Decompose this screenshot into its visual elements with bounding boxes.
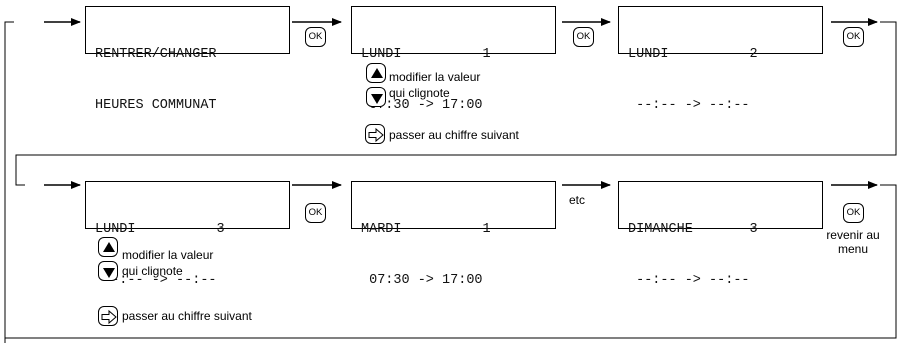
ok-button[interactable]: OK [843, 27, 864, 47]
screen-line-2: --:-- -> --:-- [628, 98, 750, 113]
right-arrow-key-icon[interactable] [98, 306, 118, 326]
lcd-screen-menu: RENTRER/CHANGER HEURES COMMUNAT [85, 6, 290, 113]
screen-line-2: 07:30 -> 17:00 [361, 273, 483, 288]
modify-value-note: modifier la valeur [122, 248, 214, 262]
lcd-screen-mardi-1: MARDI 1 07:30 -> 17:00 [351, 181, 556, 288]
return-note-line-2: menu [837, 242, 869, 256]
screen-line-2: HEURES COMMUNAT [95, 98, 217, 113]
lcd-screen-dimanche-3: DIMANCHE 3 --:-- -> --:-- [618, 181, 823, 288]
loop-line-left [4, 21, 14, 343]
return-line-to-start [5, 184, 897, 339]
return-to-menu-note: revenir au menu [818, 228, 888, 256]
right-arrow-key-icon[interactable] [365, 124, 385, 144]
down-arrow-key-icon[interactable] [98, 261, 118, 281]
ok-button[interactable]: OK [573, 27, 594, 47]
screen-line-2: --:-- -> --:-- [628, 273, 750, 288]
next-digit-note: passer au chiffre suivant [389, 128, 519, 142]
screen-line-1: LUNDI 1 [361, 47, 491, 62]
modify-value-note: modifier la valeur [389, 70, 481, 84]
wrap-line-row1-to-row2 [15, 21, 897, 186]
next-digit-note: passer au chiffre suivant [122, 309, 252, 323]
blinking-note: qui clignote [389, 86, 450, 100]
lcd-screen-lundi-3: LUNDI 3 --:-- -> --:-- [85, 181, 290, 288]
screen-line-1: LUNDI 3 [95, 222, 225, 237]
blinking-note: qui clignote [122, 264, 183, 278]
screen-line-1: MARDI 1 [361, 222, 491, 237]
return-note-line-1: revenir au [826, 228, 880, 242]
screen-line-2: 07:30 -> 17:00 [361, 98, 483, 113]
lcd-screen-lundi-1: LUNDI 1 07:30 -> 17:00 [351, 6, 556, 113]
etc-label: etc [569, 193, 586, 207]
up-arrow-key-icon[interactable] [98, 237, 118, 257]
screen-line-1: RENTRER/CHANGER [95, 47, 217, 62]
down-arrow-key-icon[interactable] [366, 87, 386, 107]
screen-line-1: LUNDI 2 [628, 47, 758, 62]
up-arrow-key-icon[interactable] [366, 63, 386, 83]
ok-button[interactable]: OK [305, 203, 326, 223]
ok-button[interactable]: OK [305, 27, 326, 47]
lcd-screen-lundi-2: LUNDI 2 --:-- -> --:-- [618, 6, 823, 113]
screen-line-1: DIMANCHE 3 [628, 222, 758, 237]
ok-button[interactable]: OK [843, 203, 864, 223]
